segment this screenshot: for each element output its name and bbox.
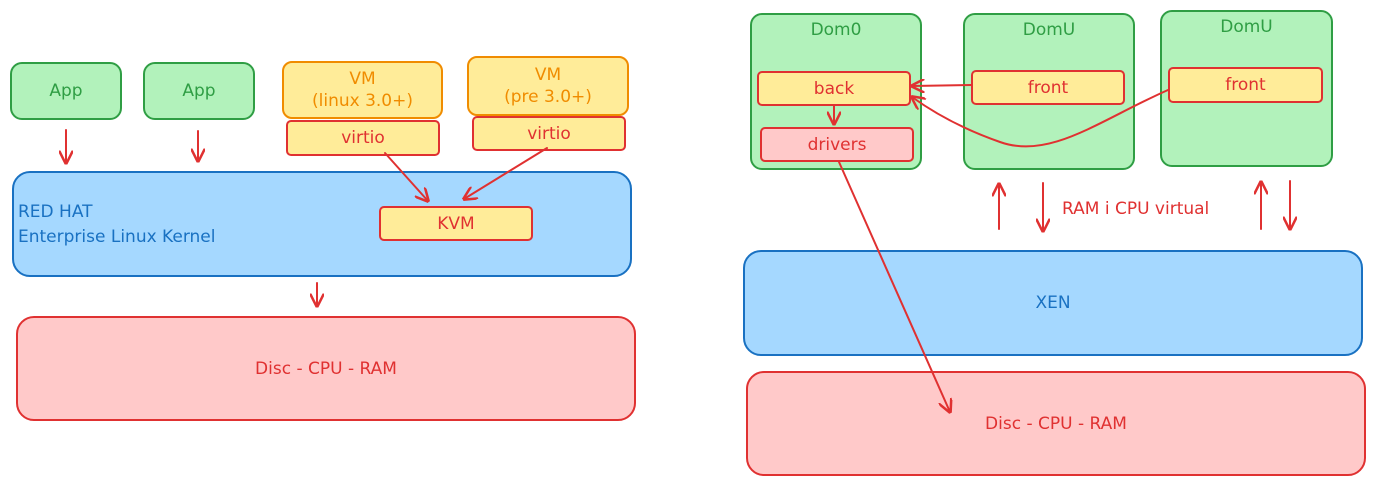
vm-linux-label: VM (linux 3.0+) xyxy=(311,69,413,111)
domu-title-2: DomU xyxy=(1220,17,1273,37)
arrow-front2-to-back xyxy=(912,89,1169,148)
front-label-2: front xyxy=(1225,75,1266,95)
drivers-box: drivers xyxy=(760,127,914,162)
virtio-box-1: virtio xyxy=(286,120,440,156)
front-label-1: front xyxy=(1027,77,1069,98)
vm-linux-box: VM (linux 3.0+) xyxy=(282,61,443,119)
arrow-virtio2-to-kvm xyxy=(464,147,548,199)
back-label: back xyxy=(813,78,855,99)
virtio-label-2: virtio xyxy=(527,123,571,144)
virtio-box-2: virtio xyxy=(472,116,626,151)
drivers-label: drivers xyxy=(807,134,867,155)
kernel-subtitle: Enterprise Linux Kernel xyxy=(18,227,216,247)
arrow-front1-to-back xyxy=(912,85,972,86)
kvm-hardware-label: Disc - CPU - RAM xyxy=(255,358,397,379)
arrow-virtio1-to-kvm xyxy=(384,152,428,201)
app-label-1: App xyxy=(49,81,83,101)
xen-hardware-label: Disc - CPU - RAM xyxy=(985,413,1127,434)
front-box-2: front xyxy=(1168,67,1323,103)
virtual-resources-label: RAM i CPU virtual xyxy=(1062,199,1210,219)
kvm-box: KVM xyxy=(379,206,533,241)
dom0-title: Dom0 xyxy=(810,20,862,40)
xen-box: XEN xyxy=(743,250,1363,356)
kvm-hardware-box: Disc - CPU - RAM xyxy=(16,316,636,421)
xen-label: XEN xyxy=(1035,293,1071,313)
vm-pre-box: VM (pre 3.0+) xyxy=(467,56,629,116)
app-label-2: App xyxy=(182,81,216,101)
app-box-1: App xyxy=(10,62,122,120)
domu-title-1: DomU xyxy=(1022,20,1076,40)
kernel-title: RED HAT xyxy=(18,202,93,222)
front-box-1: front xyxy=(971,70,1125,105)
virtio-label-1: virtio xyxy=(341,128,385,148)
app-box-2: App xyxy=(143,62,255,120)
kvm-label: KVM xyxy=(437,213,475,234)
arrow-drivers-to-hardware xyxy=(838,161,950,412)
vm-pre-label: VM (pre 3.0+) xyxy=(504,65,592,107)
xen-hardware-box: Disc - CPU - RAM xyxy=(746,371,1366,476)
